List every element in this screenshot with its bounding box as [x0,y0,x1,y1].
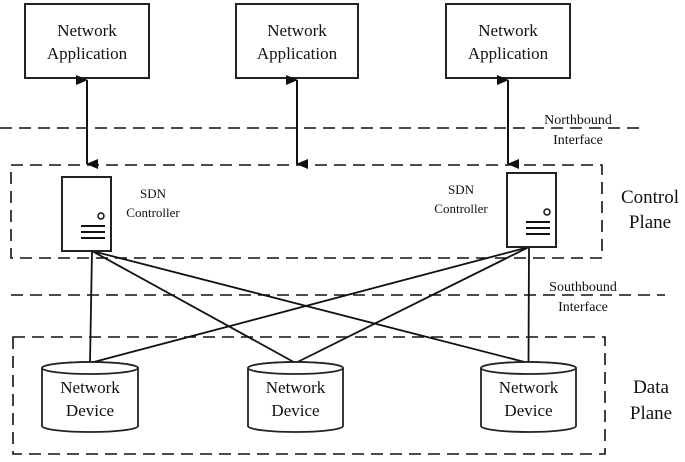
device-label-line2: Device [271,401,319,420]
southbound-label-line1: Southbound [549,280,617,295]
app-label-line2: Application [468,44,549,63]
app-label-line2: Application [47,44,128,63]
device-label-line2: Device [66,401,114,420]
connection-line-controller-0-device-2 [91,250,529,364]
network-application-2: Network Application [235,3,359,79]
device-label-line1: Network [60,378,120,397]
connections [89,246,530,364]
sdn-controller-1: SDN Controller [61,176,180,252]
connection-line-controller-0-device-0 [89,250,93,364]
connection-line-controller-1-device-2 [527,246,530,364]
device-label-line1: Network [499,378,559,397]
southbound-label-line2: Interface [558,300,608,315]
connection-line-controller-0-device-1 [91,250,296,364]
network-application-3: Network Application [445,3,571,79]
data-plane-label-line2: Plane [630,403,672,424]
control-plane-label-line1: Control [621,187,679,208]
app-label-line1: Network [478,21,538,40]
northbound-label-line1: Northbound [544,113,612,128]
controller-label-line2: Controller [434,201,488,216]
app-label-line2: Application [257,44,338,63]
control-plane-region [10,164,603,259]
connection-line-controller-1-device-0 [89,246,530,364]
sdn-controller-2: SDN Controller [434,172,557,248]
app-label-line1: Network [57,21,117,40]
connection-line-controller-1-device-1 [295,246,530,364]
data-plane-region [12,336,606,455]
controller-label-line1: SDN [140,186,167,201]
device-label-line1: Network [266,378,326,397]
controller-label-line1: SDN [448,182,475,197]
device-label-line2: Device [504,401,552,420]
controller-label-line2: Controller [126,205,180,220]
app-label-line1: Network [267,21,327,40]
network-application-1: Network Application [24,3,150,79]
data-plane-label-line1: Data [633,377,669,398]
control-plane-label-line2: Plane [629,212,671,233]
northbound-label-line2: Interface [553,133,603,148]
